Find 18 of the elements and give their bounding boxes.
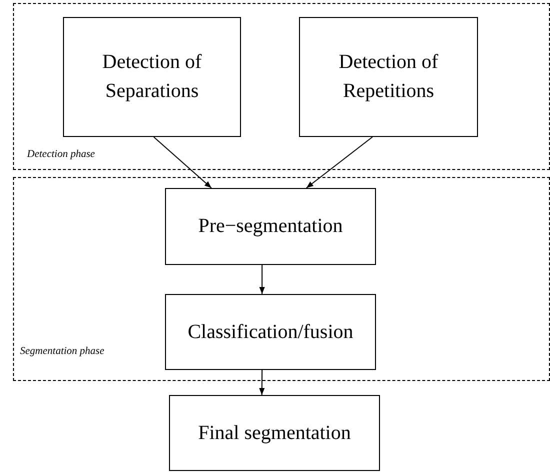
- arrow: [259, 370, 265, 396]
- arrow: [259, 264, 265, 294]
- process-box: [63, 17, 241, 137]
- arrow: [153, 136, 212, 188]
- box-label: Detection of Separations: [101, 50, 203, 104]
- box-label: Detection of Repetitions: [338, 50, 440, 104]
- region-label: Detection phase: [27, 149, 95, 160]
- box-label: Pre−segmentation: [198, 214, 343, 239]
- phase-region: [13, 177, 550, 381]
- box-label: Final segmentation: [198, 420, 351, 446]
- process-box: [169, 395, 380, 471]
- box-label: Classification/fusion: [188, 320, 354, 344]
- arrow: [306, 136, 373, 188]
- region-label: Segmentation phase: [20, 346, 104, 357]
- process-box: [165, 188, 376, 265]
- process-box: [299, 17, 478, 137]
- process-box: [165, 294, 376, 370]
- phase-region: [13, 3, 550, 170]
